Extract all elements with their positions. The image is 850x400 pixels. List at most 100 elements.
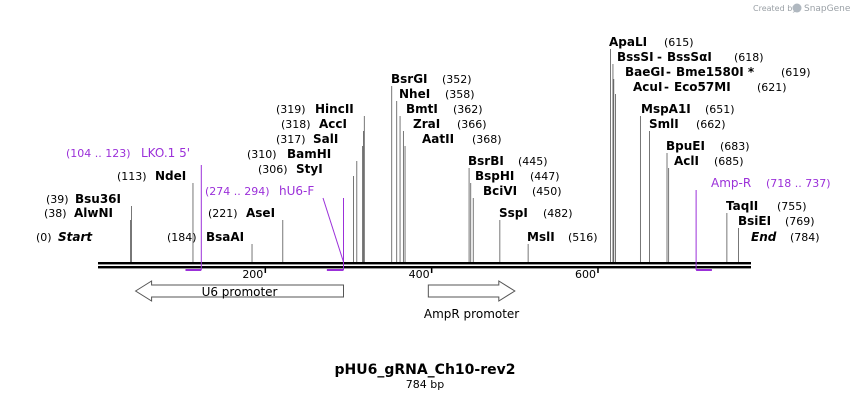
site-position-baegi: (619) <box>781 66 811 79</box>
site-position-bsiei: (769) <box>785 215 815 228</box>
site-position-bmti: (362) <box>453 103 483 116</box>
tick-label-600: 600 <box>575 268 596 281</box>
tick-label-400: 400 <box>409 268 430 281</box>
site-name-bsrgi: BsrGI <box>391 72 428 86</box>
site-name-sali: SalI <box>313 132 338 146</box>
site-position-bpuei: (683) <box>720 140 750 153</box>
primer-hu6-f: (274 .. 294) hU6-F <box>205 184 344 271</box>
site-position-end: (784) <box>790 231 820 244</box>
site-position-acli: (685) <box>714 155 744 168</box>
site-position-bsphi: (447) <box>530 170 560 183</box>
feature-arrow-u6-promoter <box>134 280 344 302</box>
site-alt-dash-bsssi: - <box>657 50 662 64</box>
scale-ticks: 200 400 600 <box>242 268 599 281</box>
site-name-baegi: BaeGI <box>625 65 665 79</box>
site-name-msli: MslI <box>527 230 555 244</box>
site-name-bamhi: BamHI <box>287 147 331 161</box>
site-name-bsaai: BsaAI <box>206 230 244 244</box>
site-alt-name-baegi: Bme1580I * <box>676 65 755 79</box>
site-position-alwni: (38) <box>44 207 67 220</box>
backbone-bottom-strand <box>98 266 751 269</box>
primer-annotations: (104 .. 123) LKO.1 5' (274 .. 294) hU6-F (71… <box>66 146 831 271</box>
site-name-ndei: NdeI <box>155 169 186 183</box>
feature-label-ampr-promoter: AmpR promoter <box>424 307 519 321</box>
site-name-bsssi: BssSI <box>617 50 654 64</box>
site-labels: (0) Start (38) AlwNI (39) Bsu36I (113) NdeI (184… <box>36 35 820 244</box>
site-alt-name-bsssi: BssSαI <box>667 50 712 64</box>
site-name-bsiei: BsiEI <box>738 214 771 228</box>
feature-arrow-ampr-promoter <box>427 280 516 302</box>
snapgene-credit: Created by SnapGene <box>753 3 850 14</box>
site-position-styi: (306) <box>258 163 288 176</box>
site-name-asei: AseI <box>246 206 275 220</box>
site-position-msli: (516) <box>568 231 598 244</box>
primer-range-hu6-f: (274 .. 294) <box>205 185 270 198</box>
site-name-hincii: HincII <box>315 102 354 116</box>
site-name-start: Start <box>58 230 93 244</box>
primer-name-hu6-f: hU6-F <box>279 184 314 198</box>
tick-label-200: 200 <box>242 268 263 281</box>
map-title: pHU6_gRNA_Ch10-rev2 <box>334 362 515 378</box>
site-position-taqii: (755) <box>777 200 807 213</box>
site-name-nhei: NheI <box>399 87 430 101</box>
site-position-nhei: (358) <box>445 88 475 101</box>
primer-name-lko-1-5: LKO.1 5' <box>141 146 190 160</box>
primer-amp-r: (718 .. 737) Amp-R <box>695 176 831 271</box>
site-name-alwni: AlwNI <box>74 206 113 220</box>
site-name-smli: SmlI <box>649 117 679 131</box>
credit-prefix: Created by <box>753 4 797 13</box>
site-name-acci: AccI <box>319 117 347 131</box>
site-name-bsrbi: BsrBI <box>468 154 504 168</box>
credit-brand: SnapGene <box>804 4 850 14</box>
site-position-bsrbi: (445) <box>518 155 548 168</box>
primer-range-amp-r: (718 .. 737) <box>766 177 831 190</box>
site-name-bsphi: BspHI <box>475 169 514 183</box>
site-position-mspa1i: (651) <box>705 103 735 116</box>
site-name-sspi: SspI <box>499 206 528 220</box>
snapgene-logo-icon <box>792 3 802 13</box>
primer-name-amp-r: Amp-R <box>711 176 751 190</box>
primer-lko-1-5: (104 .. 123) LKO.1 5' <box>66 146 202 271</box>
primer-range-lko-1-5: (104 .. 123) <box>66 147 131 160</box>
site-name-bsu36i: Bsu36I <box>75 192 121 206</box>
site-position-apali: (615) <box>664 36 694 49</box>
site-alt-dash-baegi: - <box>666 65 671 79</box>
site-position-bsaai: (184) <box>167 231 197 244</box>
site-position-acci: (318) <box>281 118 311 131</box>
site-position-smli: (662) <box>696 118 726 131</box>
site-position-sspi: (482) <box>543 207 573 220</box>
site-alt-name-acui: Eco57MI <box>674 80 731 94</box>
site-name-aatii: AatII <box>422 132 454 146</box>
site-position-ndei: (113) <box>117 170 147 183</box>
site-name-apali: ApaLI <box>609 35 647 49</box>
site-position-bsrgi: (352) <box>442 73 472 86</box>
site-position-bsu36i: (39) <box>46 193 69 206</box>
site-position-bcivi: (450) <box>532 185 562 198</box>
site-name-zrai: ZraI <box>413 117 440 131</box>
site-name-end: End <box>751 230 777 244</box>
site-position-aatii: (368) <box>472 133 502 146</box>
site-position-sali: (317) <box>276 133 306 146</box>
site-alt-dash-acui: - <box>664 80 669 94</box>
site-position-zrai: (366) <box>457 118 487 131</box>
site-position-bamhi: (310) <box>247 148 277 161</box>
site-name-acli: AclI <box>674 154 699 168</box>
site-name-mspa1i: MspA1I <box>641 102 691 116</box>
site-name-taqii: TaqII <box>726 199 758 213</box>
site-name-acui: AcuI <box>633 80 662 94</box>
map-length: 784 bp <box>406 378 444 391</box>
site-name-bcivi: BciVI <box>483 184 517 198</box>
site-name-styi: StyI <box>296 162 323 176</box>
site-position-acui: (621) <box>757 81 787 94</box>
backbone <box>98 262 751 269</box>
site-position-bsssi: (618) <box>734 51 764 64</box>
backbone-top-strand <box>98 262 751 265</box>
site-position-hincii: (319) <box>276 103 306 116</box>
site-position-asei: (221) <box>208 207 238 220</box>
site-position-start: (0) <box>36 231 52 244</box>
primer-diag-hu6-f <box>322 197 344 263</box>
site-name-bmti: BmtI <box>406 102 438 116</box>
site-name-bpuei: BpuEI <box>666 139 705 153</box>
feature-ampr-promoter: AmpR promoter <box>424 280 519 321</box>
